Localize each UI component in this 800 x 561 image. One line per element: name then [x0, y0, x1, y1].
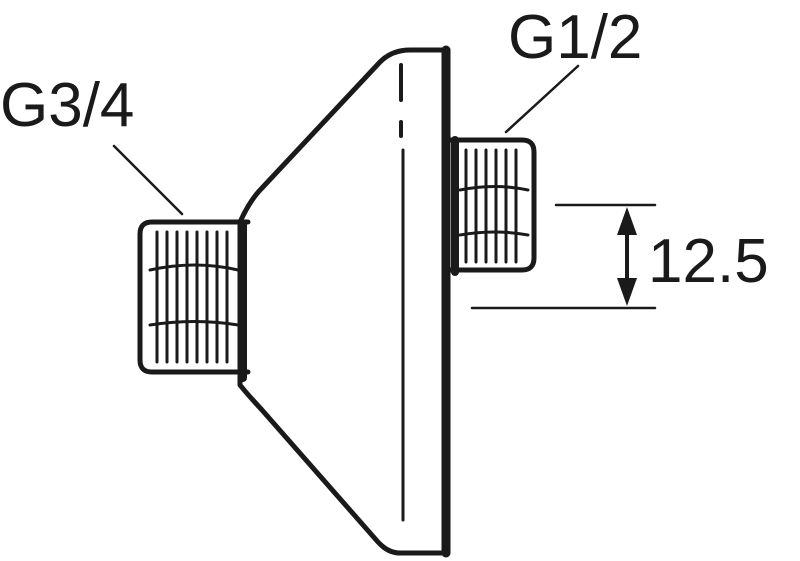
- left-thread-nipple: [137, 219, 251, 382]
- dimension-arrow-down: [617, 278, 637, 306]
- right-thread-nipple: [447, 136, 537, 276]
- dimension-label: 12.5: [648, 227, 769, 296]
- right-label-leader: [504, 64, 580, 134]
- dimension-arrow-up: [617, 207, 637, 235]
- left-label-leader: [112, 144, 184, 216]
- left-thread-label: G3/4: [0, 71, 134, 140]
- right-thread-label: G1/2: [508, 3, 642, 72]
- adapter-body: [237, 47, 451, 556]
